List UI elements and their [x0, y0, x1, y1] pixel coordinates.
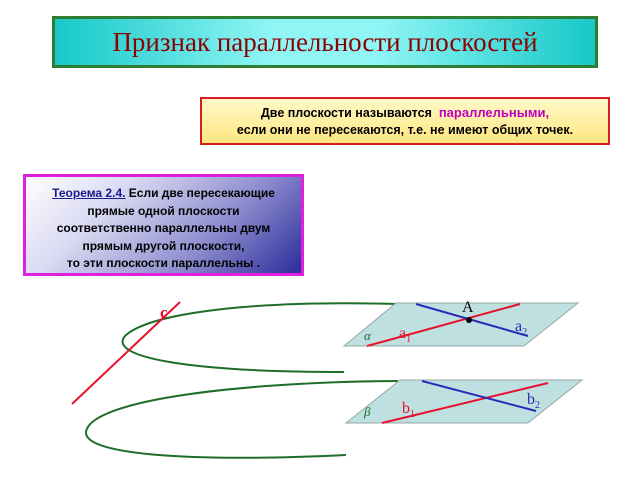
theorem-line-2: прямые одной плоскости [87, 203, 240, 218]
line-b1 [381, 382, 549, 424]
plane-beta [344, 379, 584, 424]
definition-line-1: Две плоскости называются параллельными, [202, 104, 608, 122]
theorem-box: Теорема 2.4. Если две пересекающие прямы… [23, 174, 304, 276]
line-a1 [366, 303, 521, 347]
definition-prefix: Две плоскости называются [260, 106, 432, 120]
definition-line-2: если они не пересекаются, т.е. не имеют … [236, 123, 574, 137]
definition-accent: параллельными, [438, 105, 550, 120]
theorem-line-3: соответственно параллельны двум [56, 221, 271, 235]
label-a1: a1 [399, 325, 411, 345]
label-alpha: α [364, 328, 372, 343]
theorem-line-1: Теорема 2.4. Если две пересекающие [26, 185, 301, 203]
lower-plane-arc [84, 380, 399, 459]
label-b2: b2 [527, 391, 540, 411]
point-a [466, 317, 472, 323]
theorem-line-4: прямым другой плоскости, [82, 238, 245, 253]
theorem-text-1: Если две пересекающие [128, 186, 275, 200]
definition-box: Две плоскости называются параллельными, … [200, 97, 610, 145]
theorem-number: Теорема 2.4. [52, 186, 126, 200]
title-banner: Признак параллельности плоскостей [52, 16, 598, 68]
label-line-c: c [160, 303, 168, 322]
line-c [71, 301, 181, 405]
label-point-a: A [462, 299, 474, 316]
label-beta: β [363, 404, 371, 419]
label-a2: a2 [515, 318, 527, 338]
label-b1: b1 [402, 400, 415, 420]
upper-plane-arc [121, 302, 397, 373]
theorem-line-5: то эти плоскости параллельны . [66, 256, 261, 270]
plane-alpha [342, 302, 580, 347]
line-b2 [421, 380, 537, 412]
page-title: Признак параллельности плоскостей [112, 26, 538, 57]
